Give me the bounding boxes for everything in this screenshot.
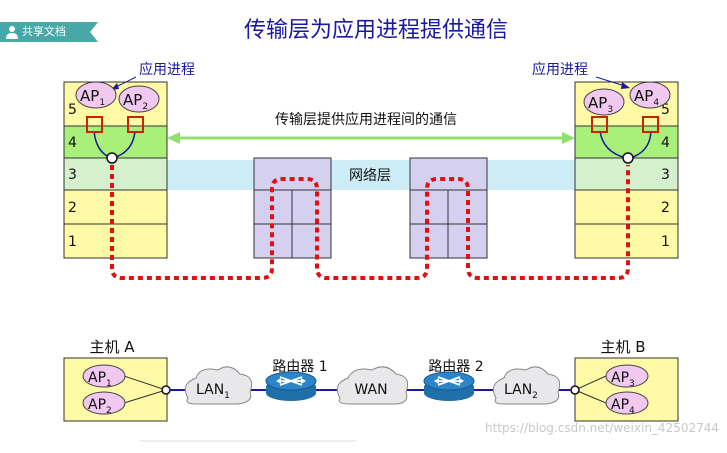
- svg-text:AP3: AP3: [588, 94, 613, 115]
- network-layer-band: [166, 160, 576, 190]
- watermark: https://blog.csdn.net/weixin_42502744: [484, 421, 719, 435]
- svg-text:LAN2: LAN2: [504, 382, 538, 401]
- app-process-label-left: 应用进程: [139, 61, 195, 78]
- share-doc-tag[interactable]: 共享文档: [0, 22, 98, 42]
- svg-text:AP4: AP4: [611, 397, 635, 416]
- layer-number: 5: [661, 102, 670, 118]
- ap-process-4: AP4: [629, 81, 671, 109]
- app-process-label-right: 应用进程: [532, 61, 588, 78]
- svg-text:AP4: AP4: [634, 87, 659, 108]
- svg-text:LAN1: LAN1: [196, 382, 230, 401]
- layer-number: 2: [661, 200, 670, 216]
- svg-text:AP2: AP2: [123, 91, 148, 112]
- svg-text:AP1: AP1: [88, 370, 112, 389]
- label-pointer: [621, 82, 630, 89]
- host-a-box: AP1 AP2: [63, 357, 171, 422]
- layer-number: 4: [68, 135, 77, 151]
- router-icon: [423, 371, 475, 401]
- layer-number: 5: [68, 102, 77, 118]
- ap-process-3: AP3: [583, 88, 625, 116]
- transport-comm-label: 传输层提供应用进程间的通信: [275, 111, 457, 128]
- label-pointer: [595, 76, 626, 87]
- svg-text:AP1: AP1: [80, 87, 105, 108]
- diagram-title: 传输层为应用进程提供通信: [244, 18, 508, 43]
- user-icon: [6, 26, 18, 39]
- svg-text:AP2: AP2: [88, 397, 112, 416]
- wan-cloud: WAN: [336, 366, 409, 405]
- router-2-label: 路由器 2: [428, 359, 483, 375]
- router-box-1: [253, 157, 332, 259]
- host-b-box: AP3 AP4: [570, 357, 679, 422]
- layer-number: 4: [661, 135, 670, 151]
- ap-process-2: AP2: [118, 85, 160, 113]
- network-layer-label: 网络层: [349, 168, 391, 184]
- right-ports: [591, 116, 659, 164]
- router-1-label: 路由器 1: [272, 359, 327, 375]
- host-b-label: 主机 B: [600, 338, 645, 356]
- layer-number: 3: [661, 167, 670, 183]
- svg-text:AP3: AP3: [611, 370, 635, 389]
- transport-comm-arrow: [167, 132, 575, 144]
- router-box-2: [409, 157, 488, 259]
- lan-2-cloud: LAN2: [492, 366, 561, 405]
- svg-text:WAN: WAN: [354, 382, 387, 398]
- layer-number: 1: [68, 234, 77, 250]
- layer-number: 1: [661, 234, 670, 250]
- layer-number: 3: [68, 167, 77, 183]
- router-icon: [265, 371, 317, 401]
- left-ports: [86, 116, 144, 164]
- data-path: [110, 165, 630, 280]
- share-doc-label: 共享文档: [22, 25, 66, 38]
- layer-number: 2: [68, 200, 77, 216]
- lan-1-cloud: LAN1: [184, 366, 253, 405]
- ap-process-1: AP1: [75, 81, 117, 109]
- host-a-label: 主机 A: [89, 338, 135, 356]
